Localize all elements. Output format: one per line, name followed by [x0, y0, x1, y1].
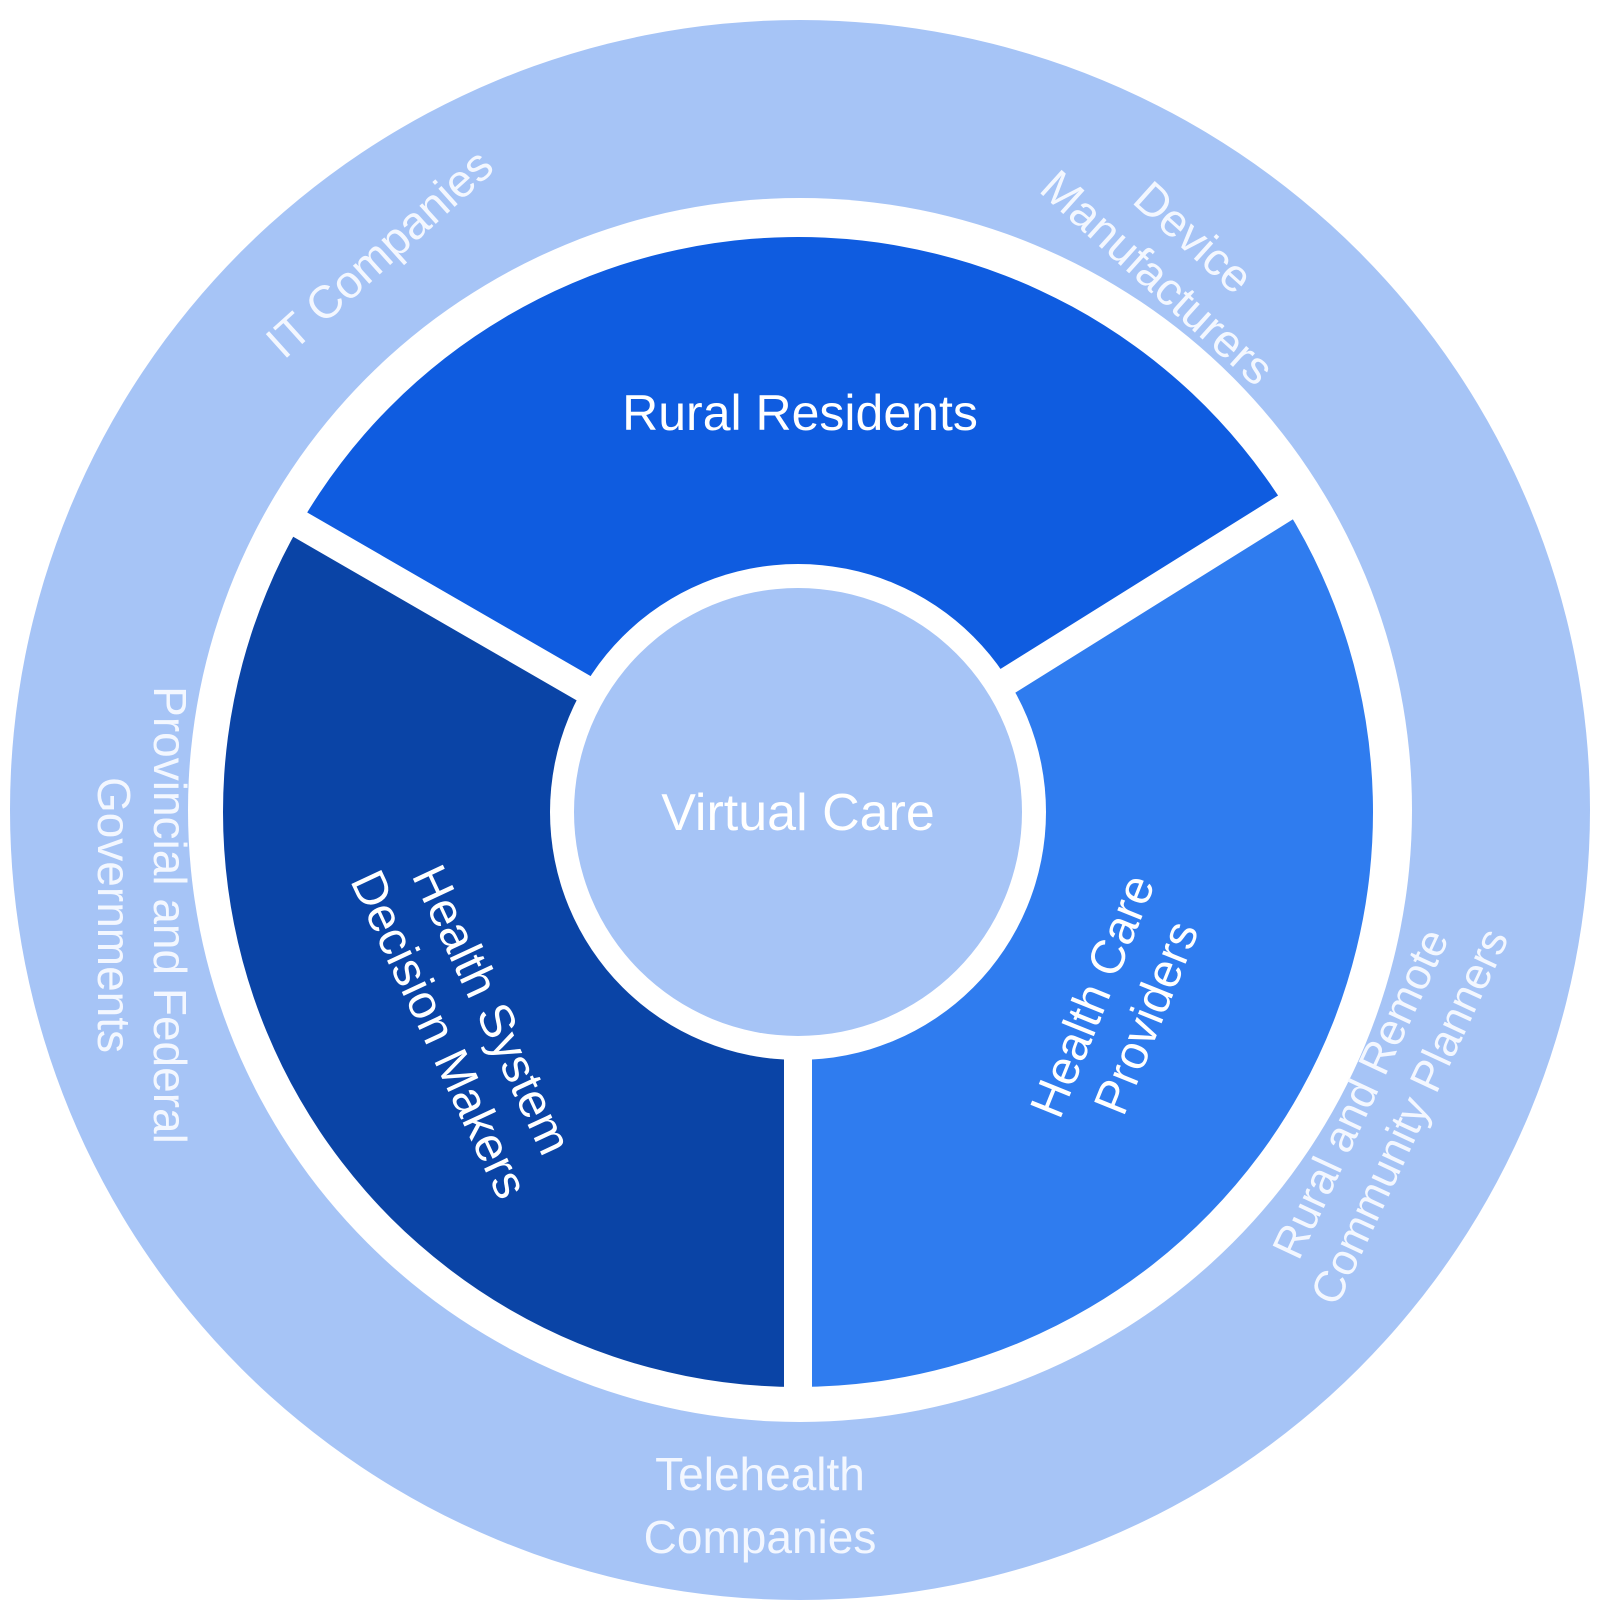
segment-health-care-providers [798, 507, 1373, 1388]
provincial-federal-governments-label: Provincial and Federal Governments [88, 686, 196, 1144]
telehealth-line-2: Companies [644, 1511, 877, 1563]
segment-rural-residents [300, 237, 1286, 697]
rural-residents-label: Rural Residents [622, 385, 978, 441]
segment-separator [977, 484, 1311, 708]
segment-separator [275, 502, 615, 715]
center-label: Virtual Care [661, 784, 935, 842]
telehealth-companies-label: Telehealth Companies [644, 1448, 877, 1563]
segment-health-system-decision-makers [222, 524, 798, 1387]
center-circle [574, 588, 1022, 1036]
telehealth-line-1: Telehealth [655, 1448, 865, 1500]
governments-line-1: Provincial and Federal [144, 686, 196, 1144]
governments-line-2: Governments [88, 777, 140, 1053]
